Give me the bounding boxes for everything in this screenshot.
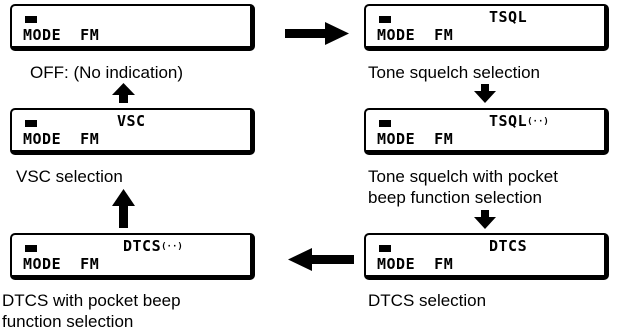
- tone-indicator: DTCS: [489, 239, 527, 254]
- arrow-right-icon: [285, 22, 349, 45]
- arrow-up-icon: [112, 83, 135, 103]
- status-block-icon: [379, 120, 391, 127]
- tone-indicator: DTCS(··): [123, 239, 183, 255]
- lcd-display-tsql: TSQL MODE FM: [364, 4, 609, 51]
- arrow-up-icon: [112, 189, 135, 228]
- caption-dtcs: DTCS selection: [368, 291, 487, 310]
- tone-text: TSQL: [489, 112, 528, 130]
- caption-vsc: VSC selection: [16, 167, 123, 186]
- lcd-display-dtcs-pocket-beep: DTCS(··) MODE FM: [10, 233, 255, 280]
- caption-dtcs-pocket-beep-line1: DTCS with pocket beep: [2, 291, 181, 310]
- tone-indicator: TSQL: [489, 10, 527, 25]
- tone-indicator: VSC: [117, 114, 146, 129]
- mode-fm-text: MODE FM: [23, 255, 100, 273]
- status-block-icon: [379, 16, 391, 23]
- pocket-beep-icon: (··): [527, 117, 549, 127]
- arrow-left-icon: [288, 248, 354, 271]
- status-block-icon: [25, 245, 37, 252]
- tone-text: DTCS: [123, 237, 162, 255]
- caption-off: OFF: (No indication): [30, 63, 184, 82]
- tone-text: DTCS: [489, 237, 528, 255]
- mode-fm-text: MODE FM: [377, 130, 454, 148]
- mode-fm-text: MODE FM: [23, 130, 100, 148]
- caption-dtcs-pocket-beep-line2: function selection: [2, 312, 134, 331]
- pocket-beep-icon: (··): [161, 242, 183, 252]
- status-block-icon: [25, 16, 37, 23]
- lcd-display-vsc: VSC MODE FM: [10, 108, 255, 155]
- status-block-icon: [379, 245, 391, 252]
- tone-text: VSC: [117, 112, 146, 130]
- status-block-icon: [25, 120, 37, 127]
- caption-tsql-pocket-beep-line2: beep function selection: [368, 188, 542, 207]
- lcd-display-tsql-pocket-beep: TSQL(··) MODE FM: [364, 108, 609, 155]
- lcd-display-dtcs: DTCS MODE FM: [364, 233, 609, 280]
- mode-fm-text: MODE FM: [23, 26, 100, 44]
- lcd-display-off: MODE FM: [10, 4, 255, 51]
- mode-fm-text: MODE FM: [377, 26, 454, 44]
- tone-indicator: TSQL(··): [489, 114, 549, 130]
- arrow-down-icon: [474, 210, 496, 229]
- arrow-down-icon: [474, 84, 496, 103]
- caption-tsql: Tone squelch selection: [368, 63, 541, 82]
- caption-tsql-pocket-beep-line1: Tone squelch with pocket: [368, 167, 558, 186]
- tone-text: TSQL: [489, 8, 528, 26]
- mode-fm-text: MODE FM: [377, 255, 454, 273]
